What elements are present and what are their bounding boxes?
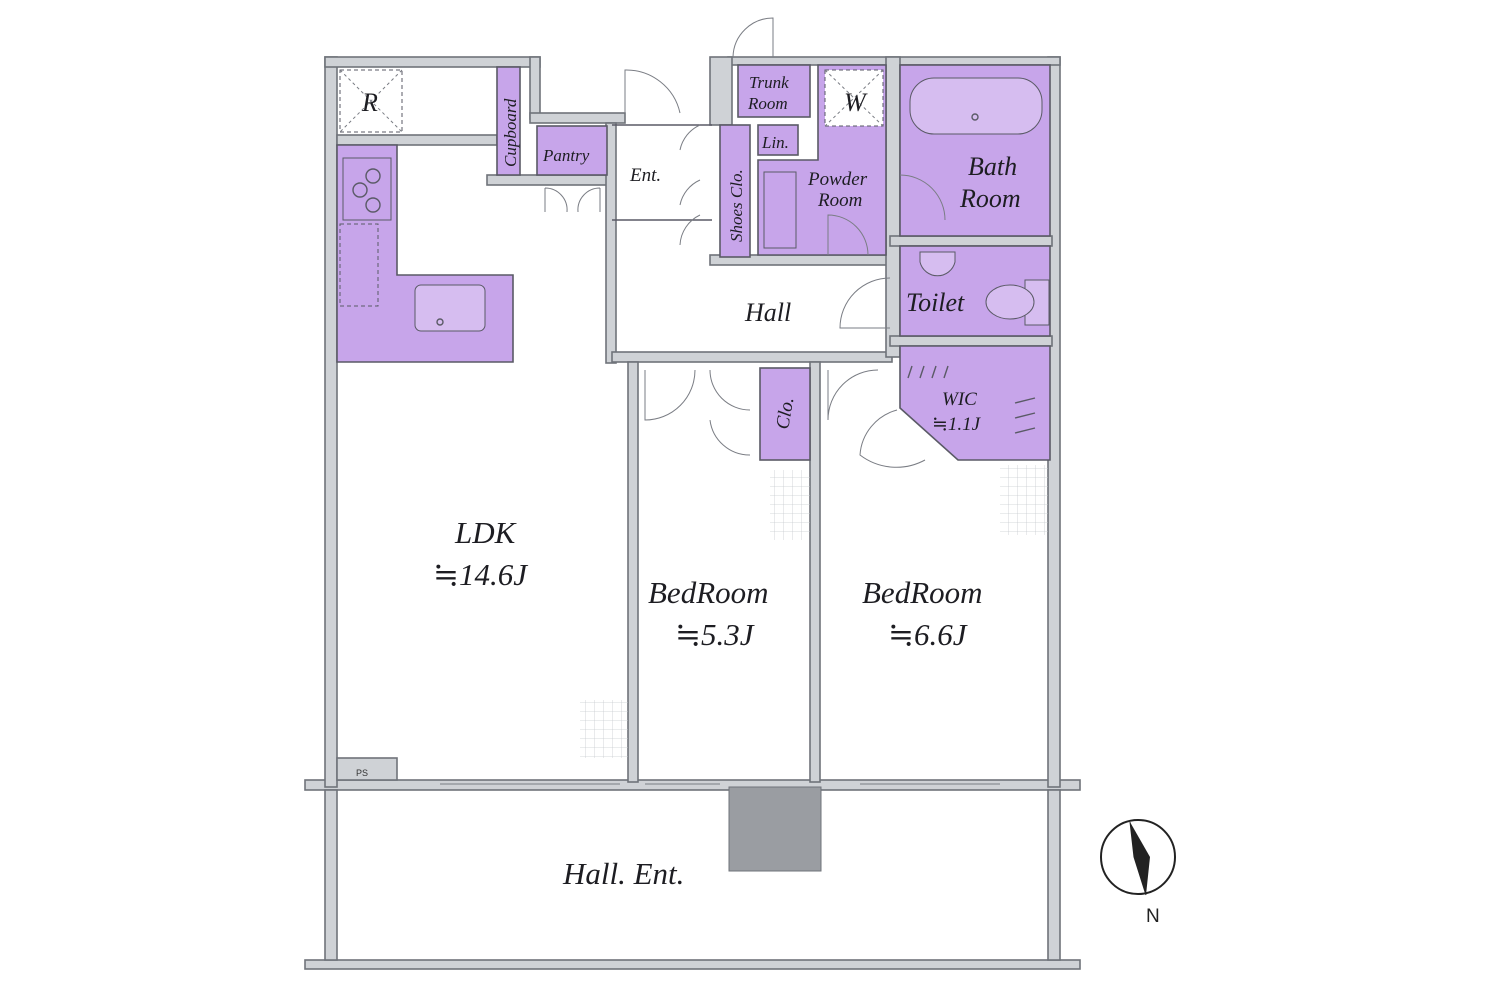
entrance-label: Ent. (629, 165, 661, 186)
toilet-bowl-icon (985, 284, 1035, 320)
cupboard: Cupboard (496, 66, 521, 176)
pipe-space-label: PS (356, 768, 368, 778)
kitchen-counter (336, 144, 514, 363)
cupboard-label: Cupboard (501, 98, 520, 167)
refrigerator-space: R (339, 69, 403, 133)
wic-area: ≒1.1J (932, 414, 982, 435)
floor-tile-hatch (580, 700, 628, 758)
washer-label: W (844, 88, 868, 117)
balcony-area (304, 779, 1081, 970)
bedroom2-area: ≒6.6J (888, 617, 968, 652)
trunk-room-label-1: Trunk (749, 73, 789, 92)
sink-icon (414, 284, 486, 332)
bath-room-label-1: Bath (968, 152, 1017, 181)
structural-column (728, 786, 822, 872)
hall-ent-label: Hall. Ent. (562, 856, 684, 891)
powder-room: W Powder Room (757, 64, 887, 256)
pantry-label: Pantry (542, 146, 590, 165)
bedroom-closet: Clo. (759, 367, 811, 461)
toilet-label: Toilet (906, 288, 965, 317)
pantry: Pantry (536, 125, 608, 213)
stove-burner-icon (365, 168, 381, 184)
trunk-room: Trunk Room (737, 64, 811, 118)
stove-burner-icon (352, 182, 368, 198)
floor-tile-hatch (770, 470, 810, 540)
ldk-area: ≒14.6J (433, 557, 528, 592)
exterior-walls: PS (324, 56, 1061, 788)
trunk-room-label-2: Room (747, 94, 788, 113)
linen-closet: Lin. (757, 124, 799, 156)
shoes-closet: Shoes Clo. (719, 124, 751, 258)
powder-room-label-1: Powder (807, 169, 868, 190)
wic-name: WIC (942, 389, 977, 410)
bedroom2-name: BedRoom (862, 575, 983, 610)
refrigerator-label: R (361, 88, 378, 117)
bedroom1-area: ≒5.3J (675, 617, 755, 652)
linen-label: Lin. (761, 133, 789, 152)
toilet-room: Toilet (899, 245, 1051, 337)
compass-label: N (1146, 906, 1160, 927)
bath-room: Bath Room (899, 64, 1051, 237)
shoes-closet-label: Shoes Clo. (727, 169, 746, 242)
powder-room-label-2: Room (817, 190, 862, 211)
hall-label: Hall (744, 298, 791, 327)
north-compass-icon: N (1100, 819, 1176, 927)
stove-burner-icon (365, 197, 381, 213)
walk-in-closet: WIC ≒1.1J (899, 345, 1051, 461)
ldk-name: LDK (454, 515, 518, 550)
bedroom1-name: BedRoom (648, 575, 769, 610)
floor-tile-hatch (1000, 465, 1048, 535)
door-swings (624, 17, 926, 468)
bath-room-label-2: Room (959, 184, 1021, 213)
bathtub-icon (909, 77, 1043, 135)
